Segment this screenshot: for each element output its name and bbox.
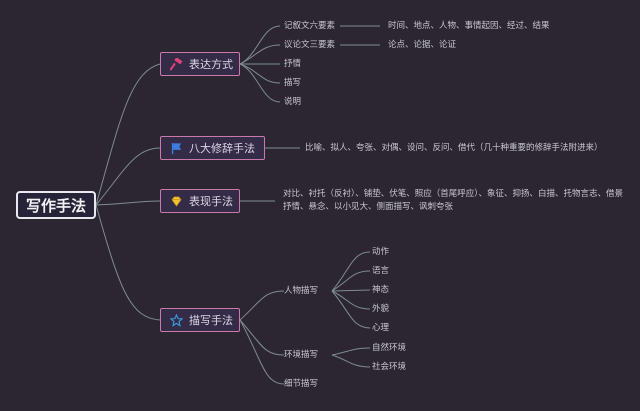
list-item: 细节描写 — [284, 379, 319, 389]
branch-label: 八大修辞手法 — [189, 142, 255, 155]
list-item: 论点、论据、论证 — [388, 40, 457, 50]
branch-label: 表达方式 — [189, 58, 233, 71]
list-item: 神态 — [372, 285, 390, 295]
star-icon — [169, 313, 183, 327]
branch-rhetoric[interactable]: 八大修辞手法 — [160, 136, 265, 160]
hammer-icon — [169, 57, 183, 71]
branch-label: 描写手法 — [189, 314, 233, 327]
list-item: 对比、衬托（反衬）、铺垫、伏笔、照应（首尾呼应）、象征、抑扬、白描、托物言志、借… — [283, 189, 624, 212]
list-item: 议论文三要素 — [284, 40, 336, 50]
list-item: 外貌 — [372, 304, 390, 314]
list-item: 心理 — [372, 323, 390, 333]
branch-expression-method[interactable]: 表达方式 — [160, 52, 240, 76]
branch-description[interactable]: 描写手法 — [160, 308, 240, 332]
list-item: 抒情 — [284, 59, 302, 69]
list-item: 时间、地点、人物、事情起因、经过、结果 — [388, 21, 550, 31]
list-item: 自然环境 — [372, 343, 407, 353]
root-node[interactable]: 写作手法 — [16, 191, 96, 219]
list-item: 描写 — [284, 78, 302, 88]
list-item: 比喻、拟人、夸张、对偶、设问、反问、借代（几十种重要的修辞手法附进来） — [305, 143, 603, 153]
list-item: 人物描写 — [284, 286, 319, 296]
flag-icon — [169, 141, 183, 155]
branch-label: 表现手法 — [189, 195, 233, 208]
list-item: 记叙文六要素 — [284, 21, 336, 31]
branch-expression-technique[interactable]: 表现手法 — [160, 189, 240, 213]
list-item: 社会环境 — [372, 362, 407, 372]
list-item: 说明 — [284, 97, 302, 107]
list-item: 语言 — [372, 266, 390, 276]
gem-icon — [169, 194, 183, 208]
list-item: 环境描写 — [284, 350, 319, 360]
list-item: 动作 — [372, 247, 390, 257]
